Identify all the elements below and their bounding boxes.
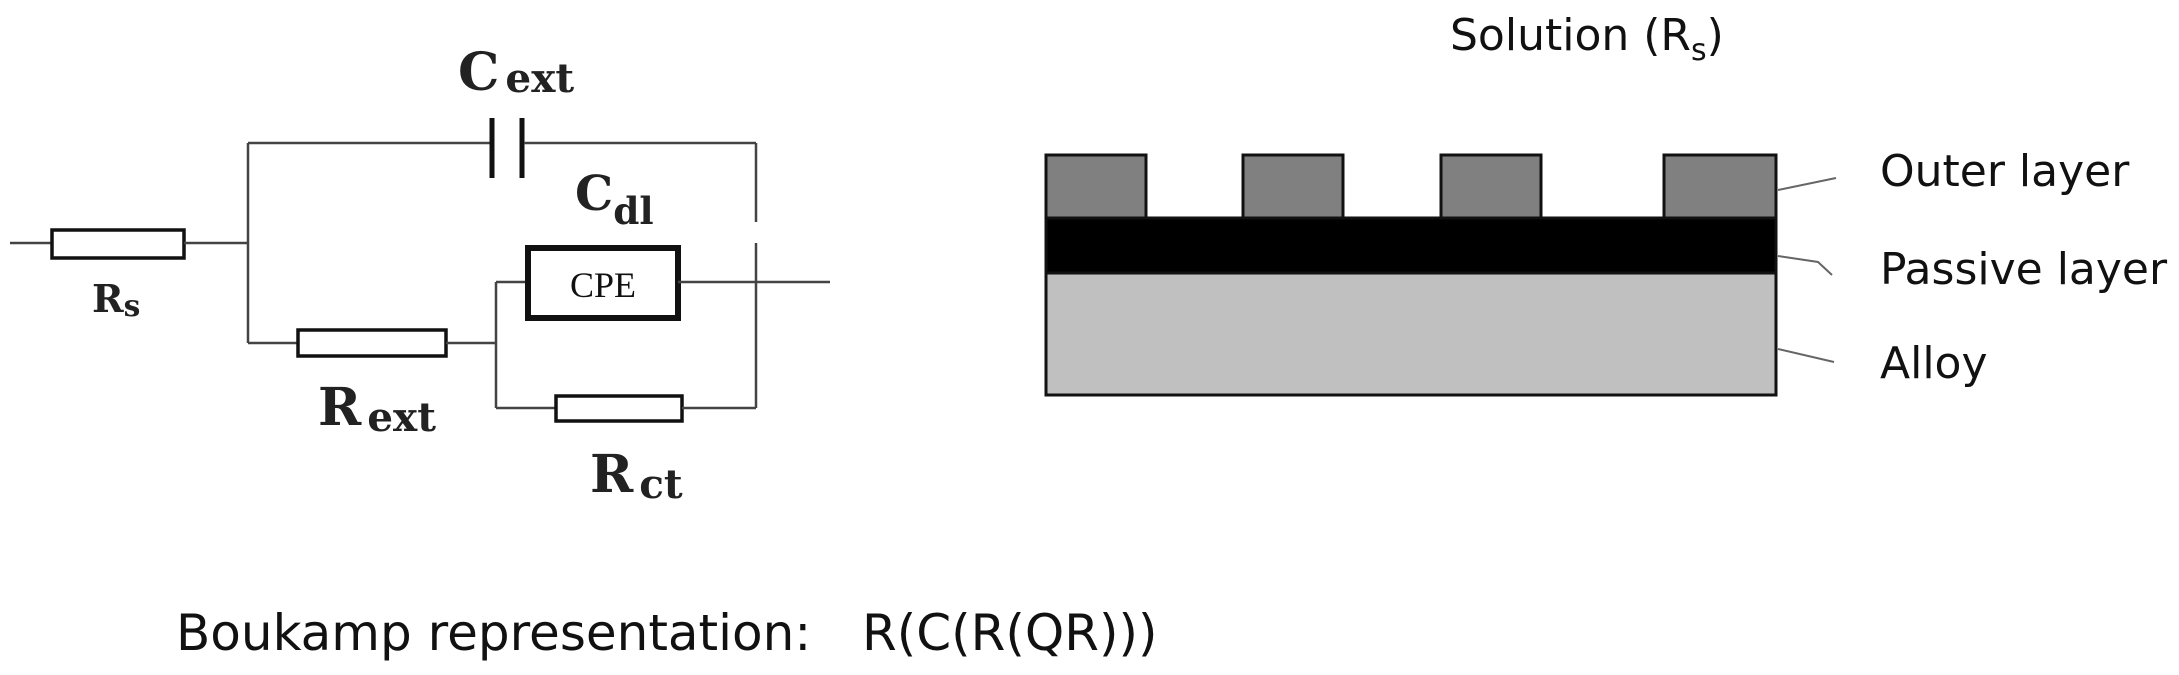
leader-alloy: [1777, 348, 1835, 363]
layer-schematic: Solution (Rs) Outer layer Passive layer …: [1044, 10, 2168, 397]
label-passive-layer: Passive layer: [1880, 244, 2168, 295]
outer-layer-block: [1044, 153, 1148, 220]
passive-layer: [1044, 216, 1778, 275]
resistor-rct: [554, 394, 684, 423]
outer-layer-block: [1662, 153, 1778, 220]
boukamp-caption: Boukamp representation: R(C(R(QR))): [176, 604, 1158, 662]
outer-layer-block: [1439, 153, 1543, 220]
label-alloy: Alloy: [1880, 338, 1988, 389]
resistor-rs: [50, 228, 186, 260]
leader-passive-layer: [1777, 255, 1833, 276]
outer-layer-block: [1241, 153, 1345, 220]
label-outer-layer: Outer layer: [1880, 146, 2130, 197]
boukamp-code: R(C(R(QR))): [862, 604, 1158, 662]
label-cdl: Cdl: [575, 166, 654, 233]
label-cpe: CPE: [570, 265, 636, 305]
label-solution: Solution (Rs): [1450, 10, 1724, 68]
cpe-element: [525, 245, 681, 321]
label-rs: Rs: [92, 276, 140, 323]
alloy-layer: [1044, 271, 1778, 397]
resistor-rext: [296, 328, 448, 358]
boukamp-label: Boukamp representation:: [176, 604, 811, 662]
leader-outer-layer: [1777, 177, 1837, 191]
